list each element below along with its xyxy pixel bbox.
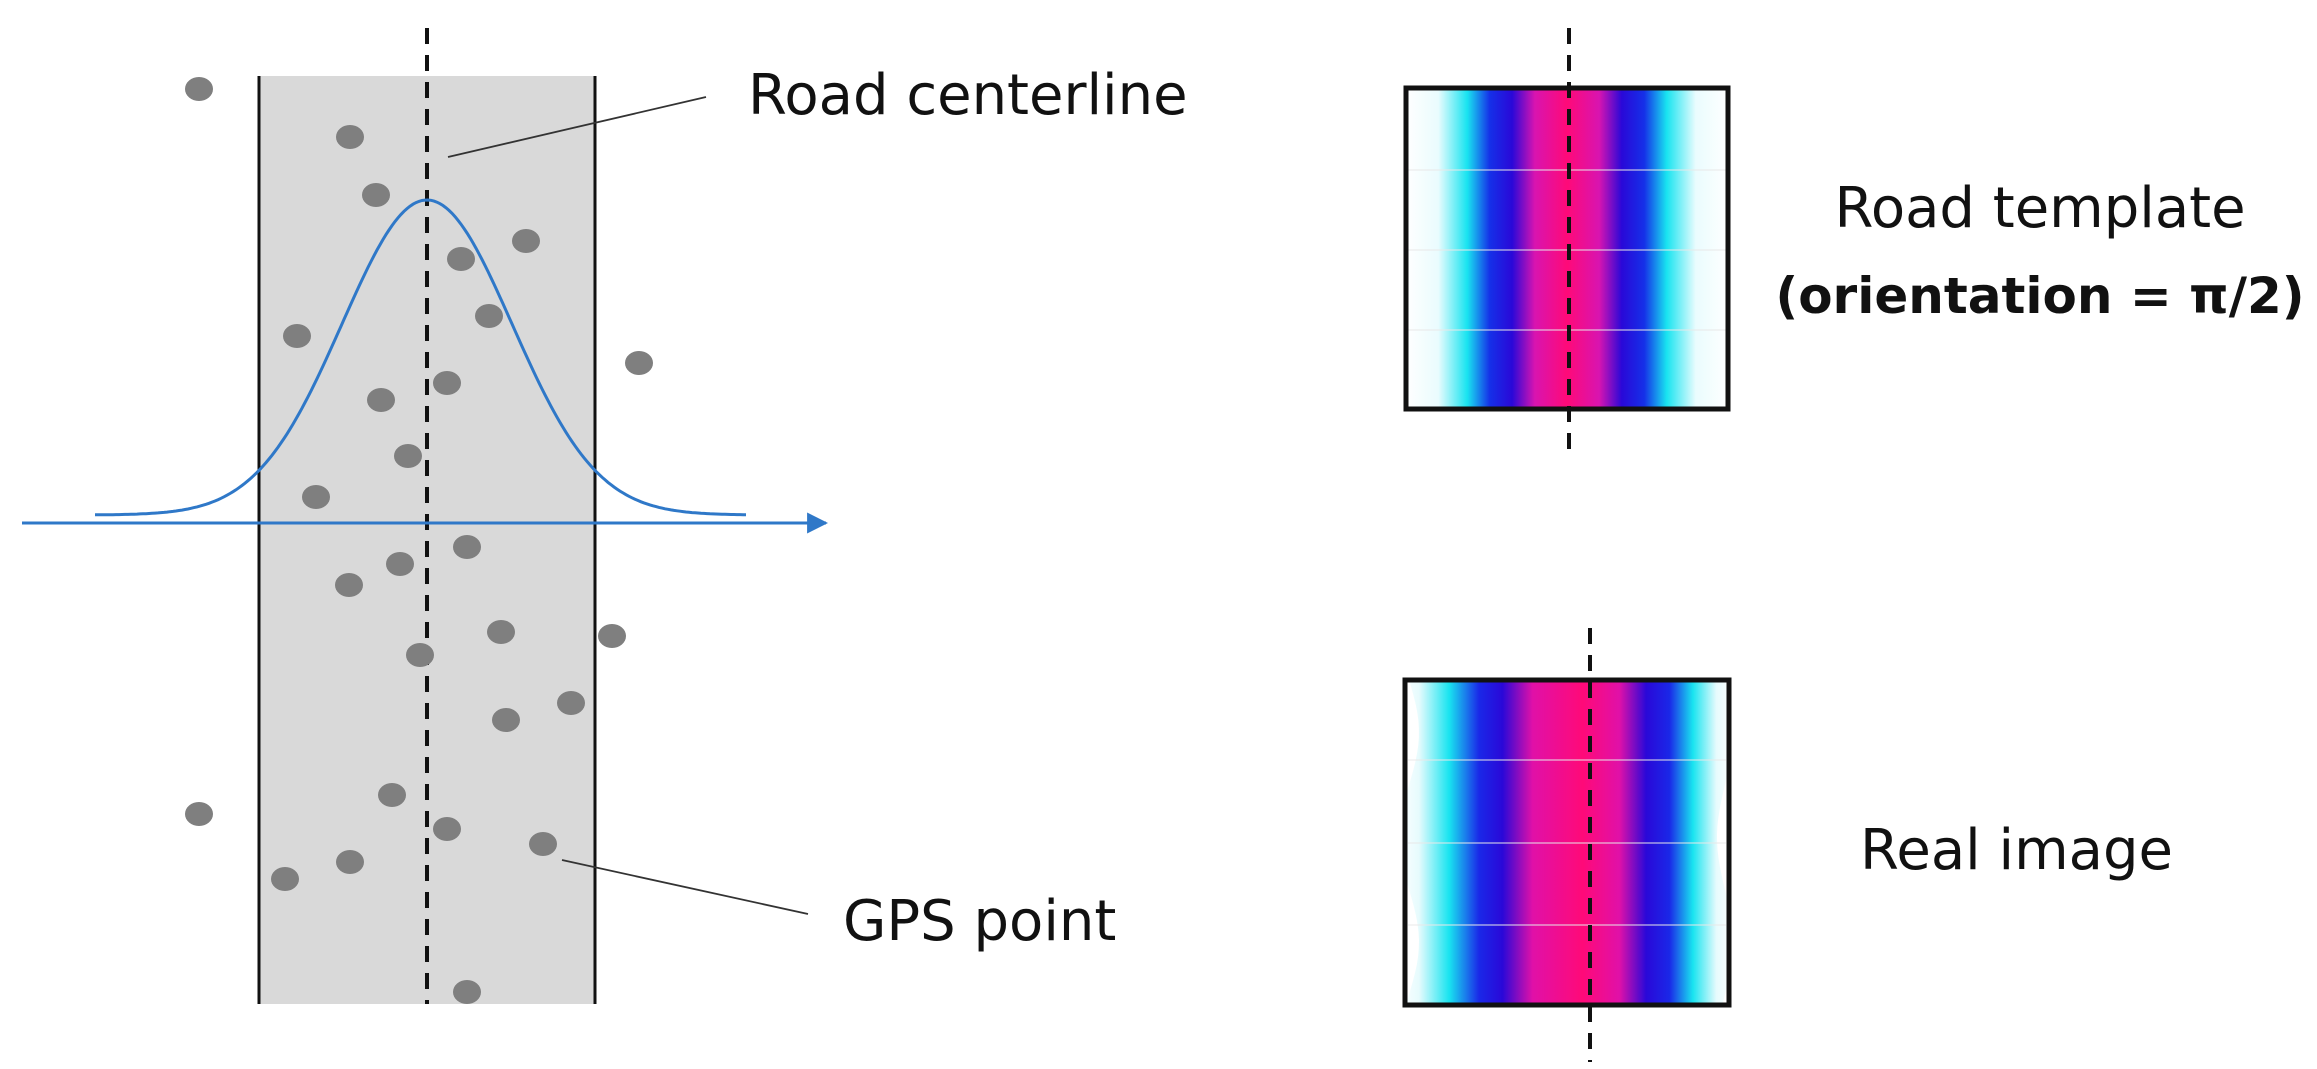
gps-point [475, 304, 503, 328]
road-template-label: Road template [1834, 176, 2245, 241]
gps-point [378, 783, 406, 807]
gps-point [367, 388, 395, 412]
gps-points [185, 77, 653, 1004]
gps-point [557, 691, 585, 715]
gps-point [394, 444, 422, 468]
real-image-raster [1405, 680, 1729, 1005]
road-centerline-label: Road centerline [748, 63, 1188, 128]
gps-point [433, 371, 461, 395]
gps-point [487, 620, 515, 644]
gps-point [362, 183, 390, 207]
centerline-leader-line [447, 96, 707, 158]
gps-point [185, 77, 213, 101]
gps-point [598, 624, 626, 648]
gps-point [335, 573, 363, 597]
gps-point-label: GPS point [843, 889, 1116, 954]
gps-point [529, 832, 557, 856]
orientation-label: (orientation = π/2) [1775, 267, 2304, 325]
gps-point-leader-line [561, 859, 809, 915]
gps-point [302, 485, 330, 509]
gps-point [447, 247, 475, 271]
gps-point [386, 552, 414, 576]
gps-point [283, 324, 311, 348]
gps-point [453, 980, 481, 1004]
gps-point [336, 850, 364, 874]
gps-point [625, 351, 653, 375]
gaussian-curve [95, 198, 746, 517]
gps-point [512, 229, 540, 253]
gps-point [185, 802, 213, 826]
real-image-label: Real image [1860, 818, 2173, 883]
gps-point [433, 817, 461, 841]
gps-point [492, 708, 520, 732]
gps-point [336, 125, 364, 149]
gps-point [453, 535, 481, 559]
gps-point [406, 643, 434, 667]
road-band [259, 76, 595, 1004]
real-image-frame [1402, 677, 1732, 1008]
gps-point [271, 867, 299, 891]
